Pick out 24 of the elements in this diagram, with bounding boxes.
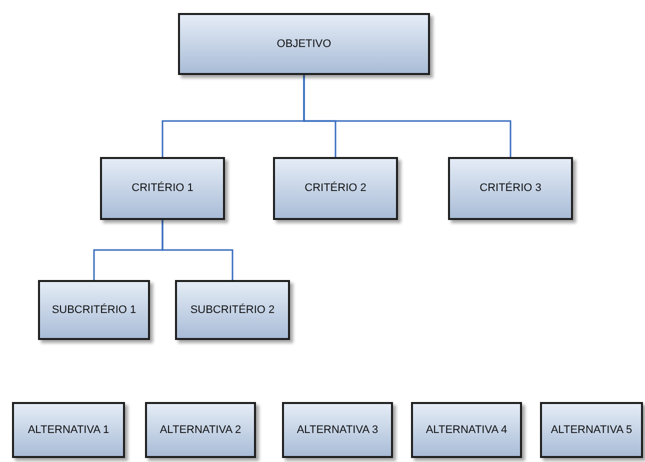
process-box — [100, 157, 225, 220]
process-box — [145, 402, 256, 458]
process-box — [38, 280, 150, 340]
box-label: OBJETIVO — [276, 38, 332, 50]
box-label: ALTERNATIVA 4 — [424, 424, 508, 436]
process-box — [273, 157, 398, 220]
box-label: SUBCRITÉRIO 1 — [50, 304, 138, 316]
process-box — [282, 402, 393, 458]
box-label: ALTERNATIVA 3 — [296, 424, 380, 436]
box-label: ALTERNATIVA 5 — [550, 424, 634, 436]
process-box — [448, 157, 573, 220]
box-label: CRITÉRIO 1 — [130, 182, 194, 195]
process-box — [178, 13, 430, 75]
process-box — [175, 280, 290, 340]
box-label: CRITÉRIO 3 — [478, 182, 542, 195]
box-label: ALTERNATIVA 1 — [26, 424, 110, 436]
process-box — [540, 402, 643, 458]
process-box — [411, 402, 522, 458]
connector-line — [162, 220, 234, 280]
box-label: CRITÉRIO 2 — [304, 182, 368, 195]
box-label: ALTERNATIVA 2 — [158, 424, 242, 436]
box-label: SUBCRITÉRIO 2 — [189, 304, 276, 316]
process-box — [12, 402, 125, 458]
connector-line — [303, 75, 512, 157]
